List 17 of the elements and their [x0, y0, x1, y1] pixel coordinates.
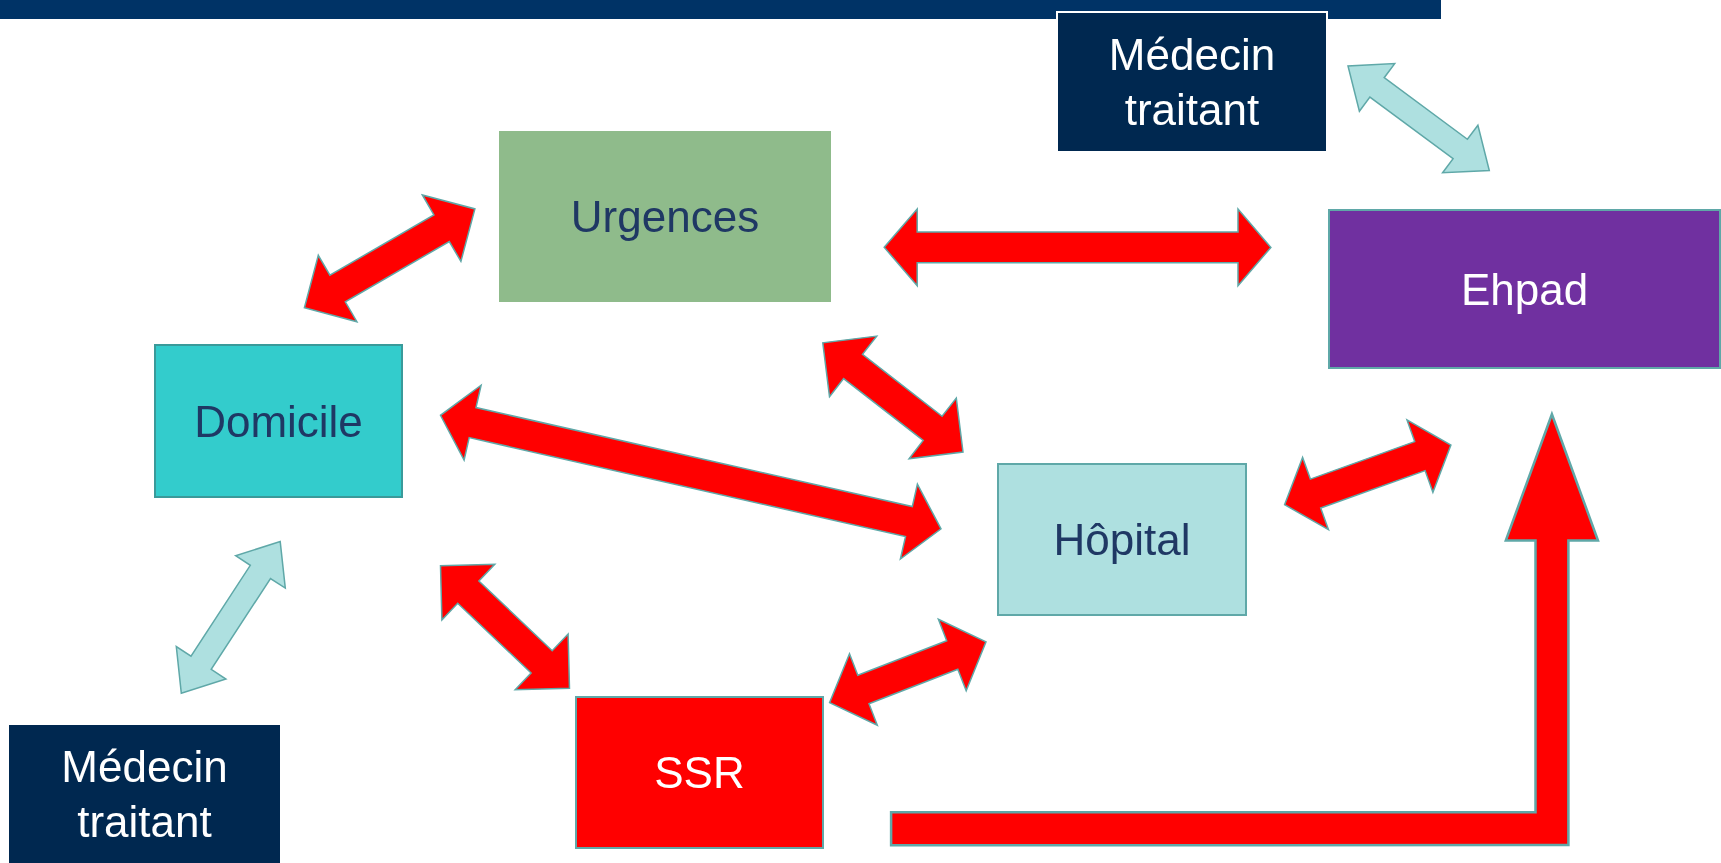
- block-arrow: [889, 410, 1600, 847]
- process-box: Hôpital: [997, 463, 1247, 616]
- double-arrow: [303, 193, 476, 323]
- process-box: SSR: [575, 696, 824, 849]
- double-arrow: [828, 617, 987, 727]
- process-box: Ehpad: [1328, 209, 1721, 369]
- boxed-heading: Médecin traitant: [1056, 11, 1328, 153]
- double-arrow: [439, 383, 942, 561]
- double-arrow: [439, 563, 571, 691]
- double-arrow: [175, 540, 287, 695]
- process-box: Domicile: [154, 344, 403, 498]
- double-arrow: [1347, 62, 1491, 174]
- process-box: Urgences: [499, 131, 831, 302]
- double-arrow: [821, 335, 964, 460]
- double-arrow: [883, 206, 1272, 288]
- boxed-heading: Médecin traitant: [9, 725, 280, 863]
- double-arrow: [1283, 418, 1452, 532]
